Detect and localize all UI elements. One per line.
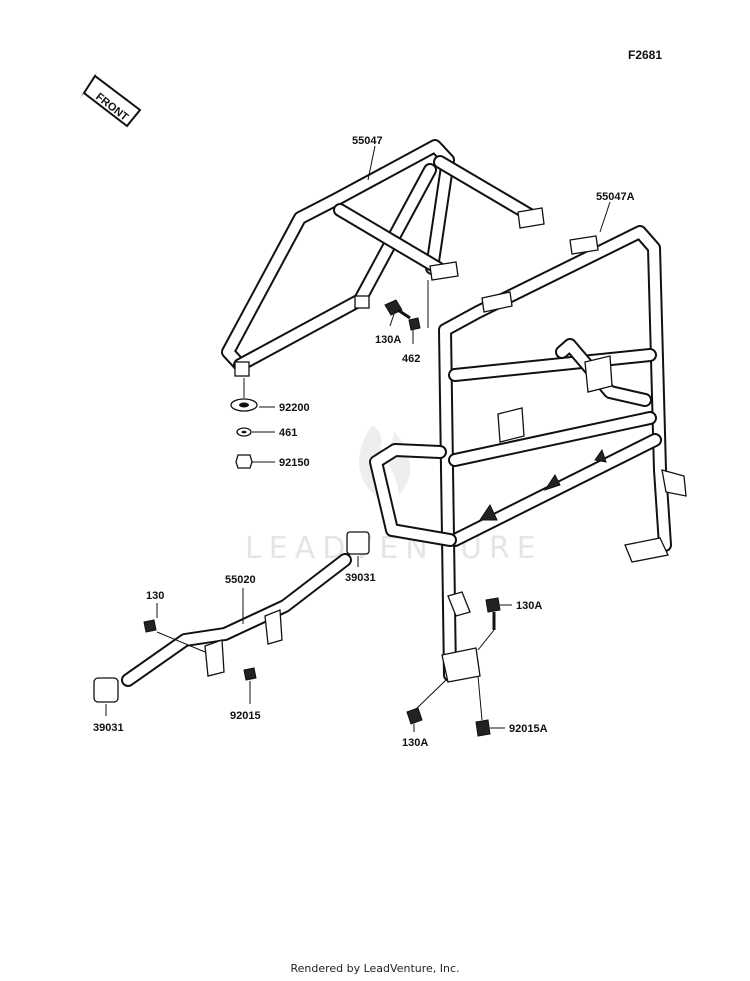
bar-bracket <box>204 639 225 677</box>
end-cap-39031-right <box>346 531 370 555</box>
rack-mount-tab <box>429 261 459 281</box>
guard-tab <box>481 291 513 313</box>
callout-92150: 92150 <box>279 457 310 469</box>
rear-rack-55047 <box>221 139 545 377</box>
rack-stud <box>234 361 250 377</box>
nut-92015 <box>243 667 257 681</box>
callout-39031-right: 39031 <box>345 572 376 584</box>
bolt-130 <box>143 619 157 633</box>
front-arrow-icon: FRONT <box>80 72 142 128</box>
guard-fasteners <box>406 597 501 737</box>
callout-130A-mid: 130A <box>516 600 542 612</box>
bolt-92150 <box>235 454 253 469</box>
bolt-130A-top <box>384 299 421 331</box>
guard-bracket <box>447 591 471 617</box>
callout-92015: 92015 <box>230 710 261 722</box>
bolt-130A-bottom <box>406 707 423 725</box>
watermark-text: LEADVENTURE <box>245 531 543 566</box>
callout-39031-left: 39031 <box>93 722 124 734</box>
nut-92015A <box>475 719 491 737</box>
guard-foot <box>624 537 669 563</box>
callout-92015A: 92015A <box>509 723 548 735</box>
end-cap-39031-left <box>93 677 119 703</box>
callout-461: 461 <box>279 427 297 439</box>
footer-credit: Rendered by LeadVenture, Inc. <box>290 962 460 975</box>
front-bar-55020 <box>93 531 370 703</box>
guard-foot <box>441 647 481 683</box>
bolt-130A-mid <box>485 597 501 613</box>
guard-bracket <box>584 355 613 393</box>
guard-tab <box>569 235 599 255</box>
guard-bracket <box>497 407 525 443</box>
callout-130A-bottom: 130A <box>402 737 428 749</box>
callout-55047A: 55047A <box>596 191 635 203</box>
callout-462: 462 <box>402 353 420 365</box>
callout-55047: 55047 <box>352 135 383 147</box>
callout-55020: 55020 <box>225 574 256 586</box>
leader-lines <box>105 145 611 732</box>
callout-92200: 92200 <box>279 402 310 414</box>
callout-130A-top: 130A <box>375 334 401 346</box>
mount-hardware-stack <box>230 378 258 469</box>
figure-id: F2681 <box>628 48 663 62</box>
guard-bracket <box>661 469 687 497</box>
callout-130: 130 <box>146 590 164 602</box>
bar-bracket <box>264 609 283 645</box>
front-guard-55047A <box>369 225 687 683</box>
rack-mount-tab <box>517 207 545 229</box>
rack-stud <box>354 295 370 309</box>
callout-labels: 55047 55047A 130A 462 92200 461 92150 39… <box>93 135 635 749</box>
